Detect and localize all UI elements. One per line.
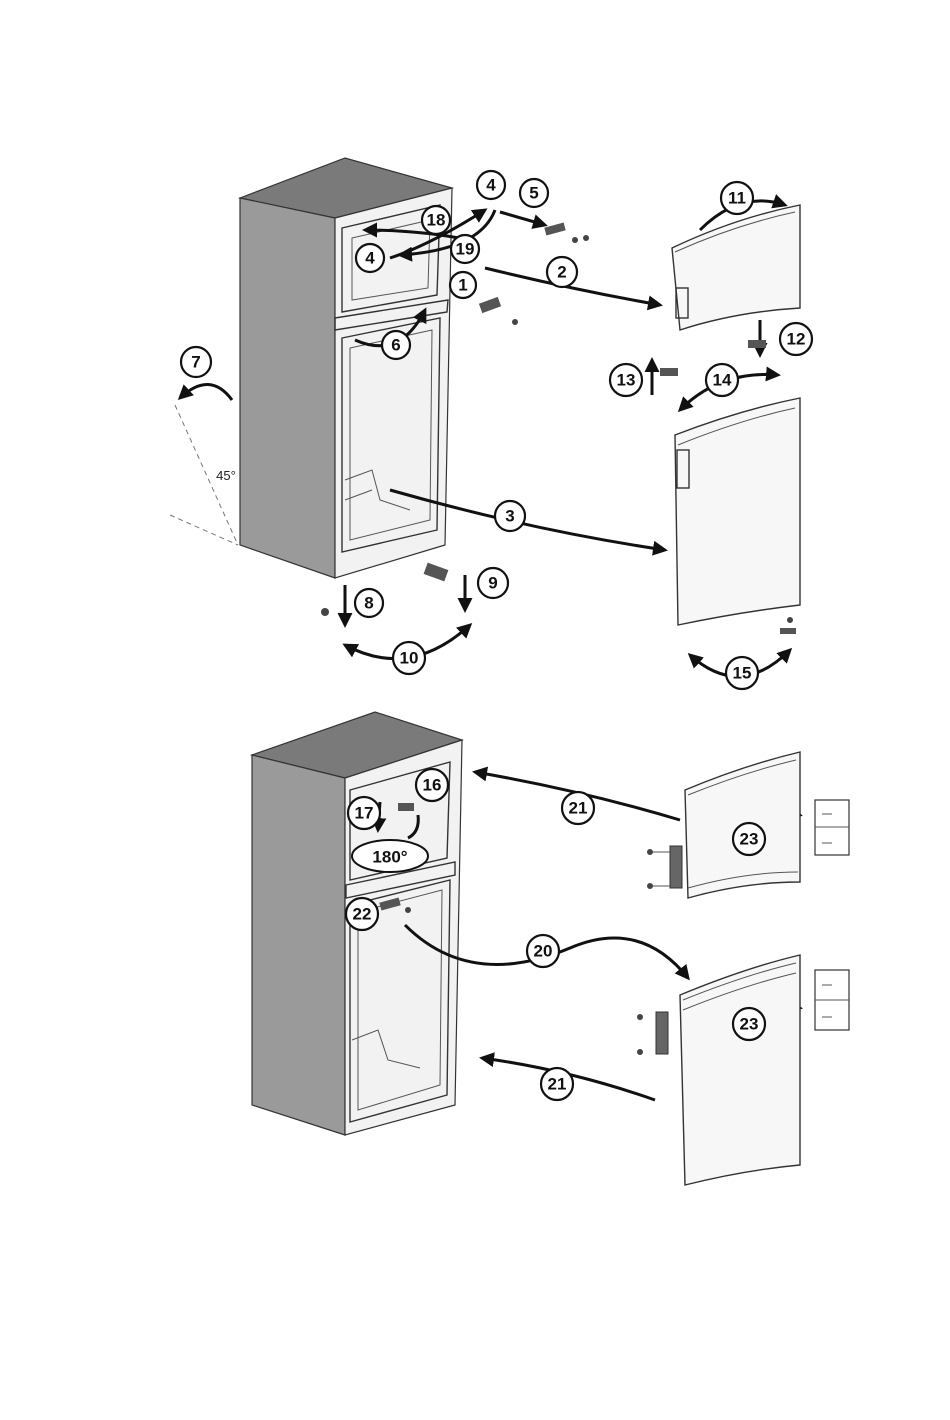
callout-18-label: 18 [427, 211, 446, 230]
callout-4-top-label: 4 [486, 176, 496, 195]
angle-label: 45° [216, 468, 236, 483]
callout-23-lower: 23 [733, 1008, 765, 1040]
rotation-label: 180° [372, 848, 407, 867]
callout-20: 20 [527, 935, 559, 967]
callout-4-freezer-label: 4 [365, 249, 375, 268]
freezer-door-upper [660, 205, 800, 376]
callout-11: 11 [721, 182, 753, 214]
callout-8-label: 8 [364, 594, 373, 613]
callout-10-label: 10 [400, 649, 419, 668]
callout-21-lower: 21 [541, 1068, 573, 1100]
callout-22: 22 [346, 898, 378, 930]
callout-12: 12 [780, 323, 812, 355]
callout-1: 1 [450, 272, 476, 298]
callout-19: 19 [451, 235, 479, 263]
callout-4-top: 4 [477, 171, 505, 199]
rotation-indicator: 180° [352, 840, 428, 872]
fridge-door-upper [675, 398, 800, 634]
callout-12-label: 12 [787, 330, 806, 349]
callout-23-upper: 23 [733, 823, 765, 855]
callout-15-label: 15 [733, 664, 752, 683]
callout-3: 3 [495, 501, 525, 531]
callout-14: 14 [706, 364, 738, 396]
callout-6: 6 [382, 331, 410, 359]
callout-2: 2 [547, 257, 577, 287]
callout-21-upper-label: 21 [569, 799, 588, 818]
callout-23-upper-label: 23 [740, 830, 759, 849]
callout-6-label: 6 [391, 336, 400, 355]
callout-17: 17 [348, 797, 380, 829]
tilt-angle-indicator: 45° [170, 405, 238, 545]
callout-4-freezer: 4 [356, 244, 384, 272]
callout-7-label: 7 [191, 353, 200, 372]
callout-5: 5 [520, 179, 548, 207]
callout-22-label: 22 [353, 905, 372, 924]
callout-14-label: 14 [713, 371, 732, 390]
callout-7: 7 [181, 347, 211, 377]
callout-9: 9 [478, 568, 508, 598]
upper-fridge-cabinet [240, 158, 589, 616]
callout-16-label: 16 [423, 776, 442, 795]
callout-15: 15 [726, 657, 758, 689]
callout-13: 13 [610, 364, 642, 396]
fridge-door-lower [637, 955, 849, 1185]
callout-1-label: 1 [458, 276, 467, 295]
callout-18: 18 [422, 206, 450, 234]
callout-3-label: 3 [505, 507, 514, 526]
callout-17-label: 17 [355, 804, 374, 823]
callout-11-label: 11 [728, 189, 746, 208]
callout-8: 8 [355, 589, 383, 617]
callout-20-label: 20 [534, 942, 553, 961]
callout-16: 16 [416, 769, 448, 801]
callout-13-label: 13 [617, 371, 636, 390]
callout-5-label: 5 [529, 184, 538, 203]
callout-9-label: 9 [488, 574, 497, 593]
callout-19-label: 19 [456, 240, 475, 259]
callout-21-upper: 21 [562, 792, 594, 824]
callout-23-lower-label: 23 [740, 1015, 759, 1034]
callout-21-lower-label: 21 [548, 1075, 567, 1094]
callout-10: 10 [393, 642, 425, 674]
callout-2-label: 2 [557, 263, 566, 282]
